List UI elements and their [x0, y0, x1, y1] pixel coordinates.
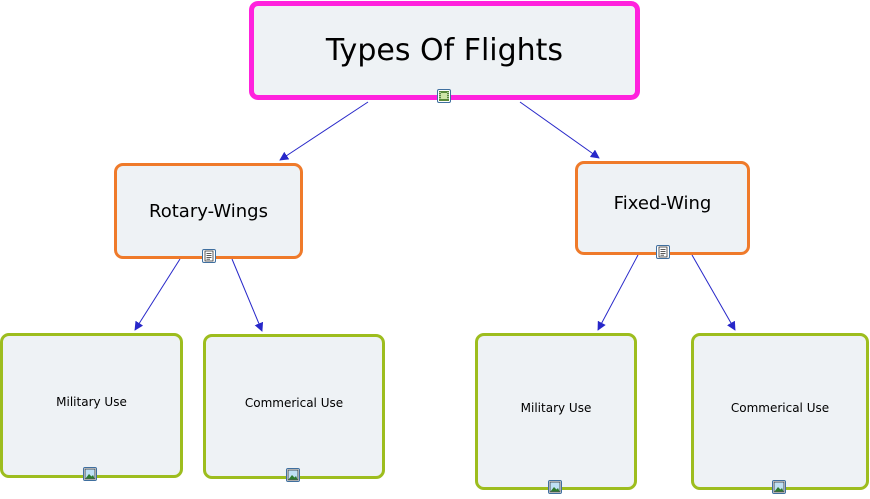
node-label: Commerical Use [244, 395, 344, 410]
node-fixed-military-use[interactable]: Military Use [475, 333, 637, 490]
node-rotary-wings[interactable]: Rotary-Wings [114, 163, 303, 259]
node-fixed-commercial-use[interactable]: Commerical Use [691, 333, 869, 490]
document-icon[interactable] [202, 249, 216, 263]
edge-root-rotary [279, 101, 369, 161]
edge-rotary-commercial [231, 258, 264, 332]
node-label: Types Of Flights [325, 33, 564, 68]
node-label: Fixed-Wing [613, 192, 712, 214]
image-icon[interactable] [548, 480, 562, 494]
node-rotary-military-use[interactable]: Military Use [0, 333, 183, 478]
node-label: Military Use [56, 394, 127, 409]
edge-root-fixed [519, 101, 600, 159]
node-fixed-wing[interactable]: Fixed-Wing [575, 161, 750, 255]
node-types-of-flights[interactable]: Types Of Flights [249, 1, 640, 100]
edge-fixed-military [597, 254, 639, 331]
node-label: Military Use [520, 400, 592, 415]
film-icon[interactable] [437, 89, 451, 103]
document-icon[interactable] [656, 245, 670, 259]
node-rotary-commercial-use[interactable]: Commerical Use [203, 334, 385, 479]
image-icon[interactable] [286, 468, 300, 482]
node-label: Commerical Use [730, 400, 830, 415]
node-label: Rotary-Wings [149, 200, 268, 222]
edge-rotary-military [134, 258, 181, 331]
image-icon[interactable] [83, 467, 97, 481]
edge-fixed-commercial [691, 254, 736, 331]
image-icon[interactable] [772, 480, 786, 494]
